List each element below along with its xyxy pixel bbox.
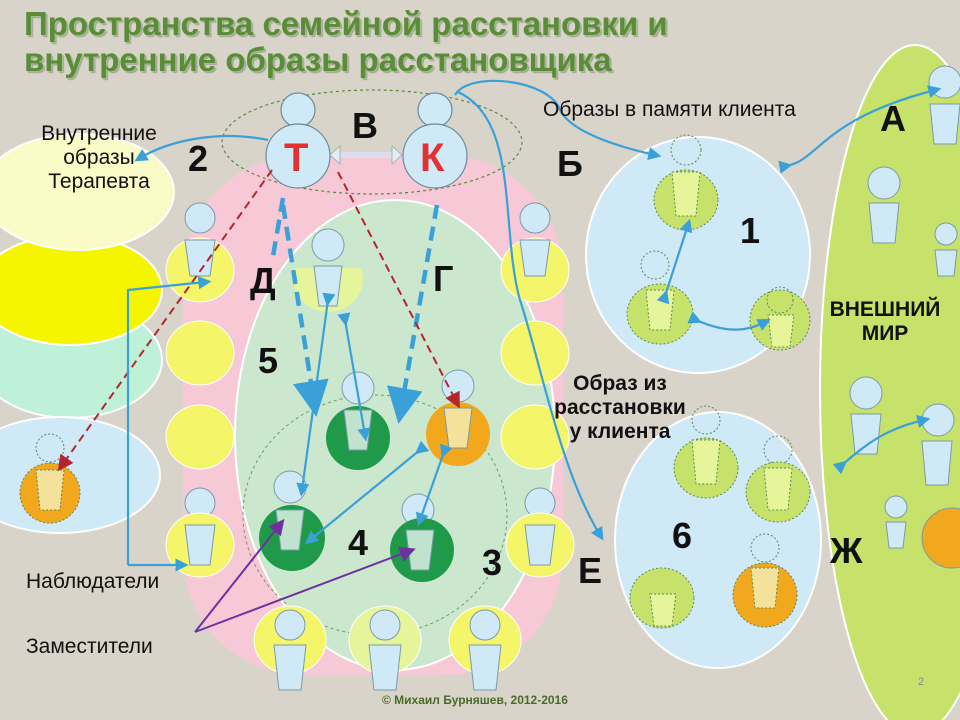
page-number: 2 [918, 676, 925, 688]
substitutes-caption: Заместители [26, 635, 153, 658]
client-memory-caption: Образы в памяти клиента [543, 98, 796, 121]
memory-figure-right [749, 286, 811, 351]
marker-4: 4 [348, 522, 369, 563]
setup-image-caption: Образ из расстановки у клиента [532, 372, 708, 444]
marker-ZH: Ж [830, 530, 863, 571]
copyright-footer: © Михаил Бурняшев, 2012-2016 [382, 693, 568, 707]
caption-line: расстановки [554, 396, 686, 420]
marker-client-K: К [420, 136, 445, 180]
marker-1: 1 [740, 210, 761, 251]
setup-figure-top-right [745, 435, 811, 523]
caption-line: образы [63, 146, 135, 170]
marker-A: А [880, 98, 906, 139]
marker-3: 3 [482, 542, 503, 583]
figure-client-K [402, 92, 468, 189]
thin-blue-arrows [126, 79, 942, 572]
substitutes-pointer-arrows [194, 518, 416, 633]
marker-V: В [352, 105, 378, 146]
marker-G: Г [433, 258, 454, 299]
marker-E: Е [578, 550, 603, 591]
setup-figure-top-left [673, 405, 739, 499]
caption-line: у клиента [569, 420, 671, 444]
therapist-images-oval [0, 133, 175, 251]
therapist-client-dashed-oval [221, 89, 523, 195]
therapist-images-caption: Внутренние образы Терапевта [24, 122, 174, 194]
setup-figure-bottom-left [629, 567, 695, 629]
title-line-2: внутренние образы расстановщика [24, 40, 612, 78]
dotted-inner-circle [242, 394, 508, 636]
marker-D: Д [250, 260, 276, 301]
observers-bottom-row [253, 605, 522, 691]
caption-line: ВНЕШНИЙ [829, 298, 941, 321]
observers-left-column [165, 202, 235, 578]
thick-dashed-arrows [269, 197, 440, 424]
marker-therapist-T: Т [284, 136, 309, 180]
marker-B: Б [557, 143, 583, 184]
therapist-inner-figure [19, 433, 81, 524]
title-line-1: Пространства семейной расстановки и [24, 5, 668, 42]
setup-figure-bottom-right [732, 533, 798, 628]
dashed-red-arrows [57, 169, 460, 472]
marker-6: 6 [672, 515, 693, 556]
figure-therapist-T [265, 92, 331, 189]
caption-line: Терапевта [48, 170, 150, 194]
memory-figure-top [653, 134, 719, 231]
caption-line: МИР [861, 322, 909, 346]
marker-2: 2 [188, 138, 209, 179]
caption-line: Внутренние [41, 122, 157, 145]
caption-line: Образ из [573, 372, 667, 395]
external-world-caption: ВНЕШНИЙ МИР [812, 298, 958, 346]
slide-title: Пространства семейной расстановки и внут… [24, 6, 668, 77]
observers-caption: Наблюдатели [26, 570, 160, 593]
marker-5: 5 [258, 340, 279, 381]
